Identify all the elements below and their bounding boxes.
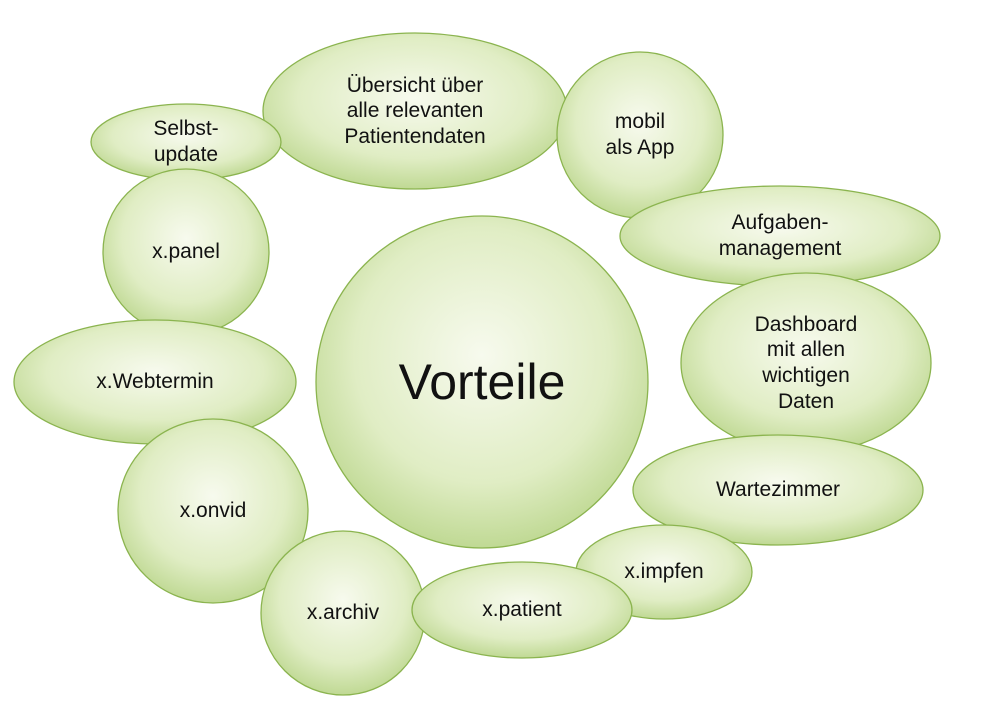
center-vorteile-bubble xyxy=(315,215,649,549)
bubble-panel-bubble xyxy=(102,168,270,336)
bubble-dashboard-bubble xyxy=(680,272,932,454)
bubble-uebersicht-bubble xyxy=(262,32,568,190)
bubble-aufgaben-bubble xyxy=(619,185,941,287)
bubble-archiv-bubble xyxy=(260,530,426,696)
bubble-webtermin-bubble xyxy=(13,319,297,445)
bubble-patient-bubble xyxy=(411,561,633,659)
bubble-wartezimmer-bubble xyxy=(632,434,924,546)
bubble-onvid-bubble xyxy=(117,418,309,604)
